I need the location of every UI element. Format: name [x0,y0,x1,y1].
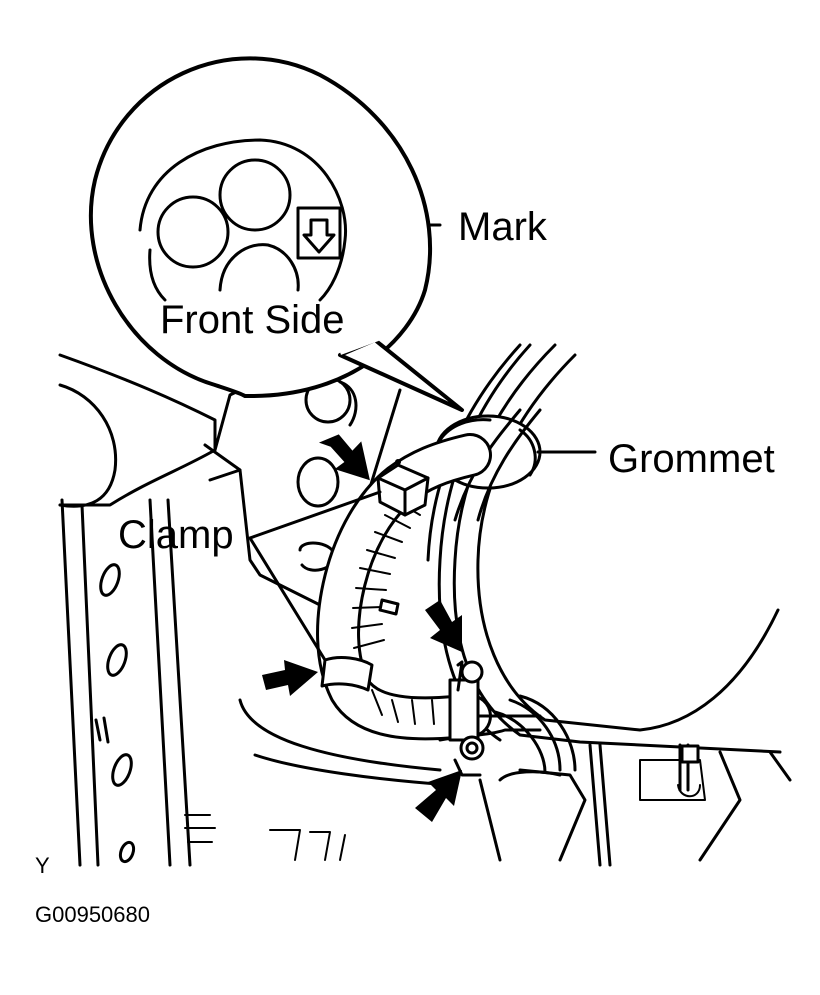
clamp-label: Clamp [118,513,234,557]
grommet-label: Grommet [608,437,775,481]
figure-code: G00950680 [35,902,150,927]
front-side-label: Front Side [160,298,345,342]
detail-callout [88,56,464,412]
down-arrow-icon [302,218,336,254]
black-arrow-icon [262,434,462,822]
view-letter: Y [35,853,50,878]
wire-harness [316,433,577,777]
mark-label: Mark [458,205,548,249]
